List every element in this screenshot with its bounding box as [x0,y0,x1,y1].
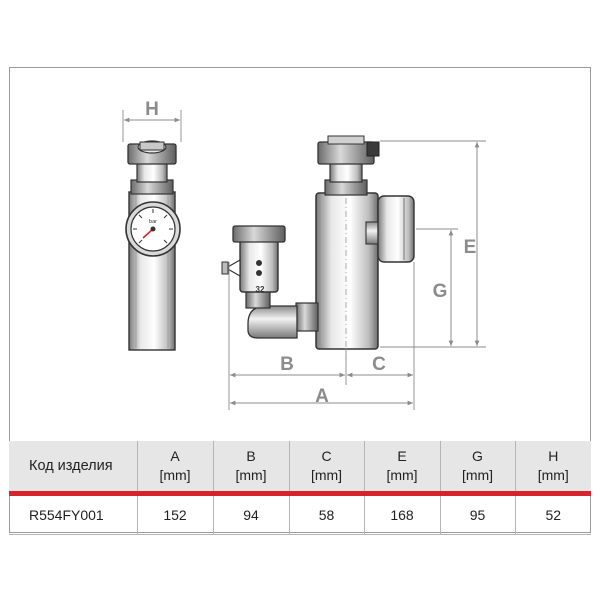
cell-a: 152 [137,496,214,535]
red-divider [9,491,591,496]
header-label: C [321,448,332,464]
header-unit: [mm] [461,467,494,483]
header-unit: [mm] [310,467,343,483]
dimension-label-b: B [280,354,294,375]
front-view: 32 E G B C A [221,135,486,410]
cell-e: 168 [364,496,441,535]
header-unit: [mm] [537,467,569,483]
dimension-label-h: H [145,99,159,120]
column-header-b: B [mm] [213,441,290,491]
table-header-row: Код изделия A [mm] B [mm] C [mm] E [mm] … [9,441,591,491]
gauge-unit-label: bar [149,219,157,225]
dimension-label-a: A [315,386,329,407]
dimensions-table: Код изделия A [mm] B [mm] C [mm] E [mm] … [9,441,591,535]
header-label: A [170,448,180,464]
header-unit: [mm] [386,467,418,483]
header-unit: [mm] [235,467,267,483]
header-label: B [246,448,256,464]
column-header-c: C [mm] [289,441,365,491]
dimension-label-c: C [372,354,386,375]
side-view: bar H [122,99,182,351]
column-header-e: E [mm] [364,441,441,491]
cell-b: 94 [213,496,290,535]
fitting-size-label: 32 [256,285,265,294]
technical-drawing: bar H 32 [122,99,486,410]
header-unit: [mm] [159,467,191,483]
column-header-h: H [mm] [515,441,591,491]
header-label: H [548,448,559,464]
cell-g: 95 [440,496,516,535]
dimension-label-e: E [464,237,477,258]
dimension-label-g: G [433,281,448,302]
cell-product-code: R554FY001 [9,496,138,535]
cell-h: 52 [515,496,591,535]
header-label: G [472,448,483,464]
column-header-g: G [mm] [440,441,516,491]
column-header-a: A [mm] [137,441,214,491]
cell-c: 58 [289,496,365,535]
table-row: R554FY001 152 94 58 168 95 52 [9,496,591,535]
header-label: E [397,448,407,464]
column-header-product-code: Код изделия [9,441,138,491]
header-label: Код изделия [29,457,113,474]
